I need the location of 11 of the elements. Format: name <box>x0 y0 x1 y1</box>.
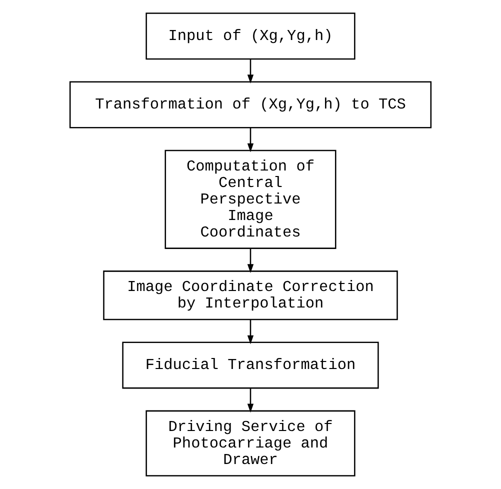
arrow <box>247 128 254 152</box>
arrow <box>247 248 254 274</box>
node-box: Input of (Xg,Yg,h) <box>146 12 356 60</box>
node-box: Image Coordinate Correction by Interpolation <box>103 270 398 320</box>
arrow <box>247 59 254 84</box>
node-box: Fiducial Transformation <box>122 342 379 389</box>
node-box: Transformation of (Xg,Yg,h) to TCS <box>69 81 432 128</box>
node-box: Computation of Central Perspective Image Coordinates <box>164 150 336 249</box>
arrow <box>247 320 254 344</box>
arrow <box>247 388 254 413</box>
node-box: Driving Service of Photocarriage and Drawer <box>146 410 356 476</box>
